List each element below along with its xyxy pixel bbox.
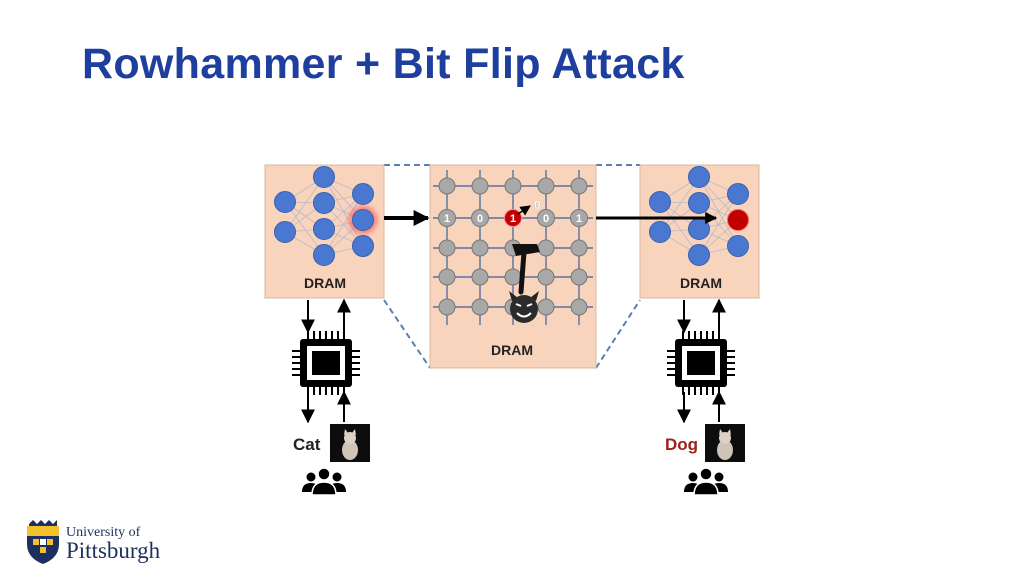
memory-cell bbox=[537, 239, 555, 257]
slide-title: Rowhammer + Bit Flip Attack bbox=[82, 40, 685, 88]
neuron bbox=[688, 218, 710, 240]
memory-cell bbox=[471, 209, 489, 227]
left-prediction-label: Cat bbox=[293, 435, 321, 454]
memory-cell bbox=[438, 177, 456, 195]
memory-cell bbox=[570, 209, 588, 227]
neuron bbox=[688, 244, 710, 266]
zoom-lines bbox=[383, 164, 641, 369]
output-neuron bbox=[352, 209, 374, 231]
memory-cell bbox=[438, 209, 456, 227]
memory-cell bbox=[570, 298, 588, 316]
logo-text-pittsburgh: Pittsburgh bbox=[66, 538, 161, 563]
users-icon bbox=[302, 467, 346, 496]
cat-photo-icon bbox=[330, 424, 370, 462]
left-neural-network bbox=[274, 166, 377, 266]
logo-text-university: University of bbox=[66, 525, 141, 540]
bit-value: 0 bbox=[543, 213, 549, 225]
neuron bbox=[352, 235, 374, 257]
neuron bbox=[313, 192, 335, 214]
left-dram-panel: DRAM bbox=[264, 164, 385, 299]
bit-value: 1 bbox=[444, 213, 450, 225]
middle-dram-panel: 1 0 1 0 1 DRAM 0 bbox=[429, 164, 597, 369]
memory-cell bbox=[537, 209, 555, 227]
neuron bbox=[313, 244, 335, 266]
memory-cell bbox=[570, 177, 588, 195]
memory-cell bbox=[438, 298, 456, 316]
right-neural-network bbox=[649, 166, 749, 266]
neuron bbox=[649, 221, 671, 243]
devil-icon bbox=[509, 291, 539, 323]
right-io-column: Dog bbox=[665, 298, 745, 496]
neuron bbox=[649, 191, 671, 213]
memory-cell bbox=[438, 239, 456, 257]
right-dram-label: DRAM bbox=[680, 275, 722, 291]
memory-cell bbox=[471, 239, 489, 257]
cpu-chip-icon bbox=[667, 331, 735, 395]
memory-cell bbox=[471, 268, 489, 286]
neuron bbox=[313, 166, 335, 188]
cpu-chip-icon bbox=[292, 331, 360, 395]
memory-cell bbox=[471, 177, 489, 195]
flipped-bit-value: 0 bbox=[534, 198, 541, 212]
memory-cell bbox=[570, 239, 588, 257]
neuron bbox=[688, 166, 710, 188]
neuron bbox=[274, 191, 296, 213]
users-icon bbox=[684, 467, 728, 496]
output-neuron bbox=[727, 209, 749, 231]
bit-value: 0 bbox=[477, 213, 483, 225]
flip-arrow bbox=[517, 205, 531, 216]
memory-cell bbox=[504, 268, 522, 286]
left-io-column: Cat bbox=[292, 298, 370, 496]
cat-photo-icon bbox=[705, 424, 745, 462]
hammer-icon bbox=[512, 244, 540, 295]
university-shield-logo bbox=[27, 520, 59, 564]
neuron bbox=[727, 235, 749, 257]
bit-value: 1 bbox=[510, 213, 516, 225]
neuron bbox=[727, 183, 749, 205]
bit-value: 1 bbox=[576, 213, 582, 225]
neuron bbox=[688, 192, 710, 214]
neuron bbox=[313, 218, 335, 240]
memory-cell bbox=[537, 177, 555, 195]
memory-cell bbox=[438, 268, 456, 286]
right-dram-panel: DRAM bbox=[639, 164, 760, 299]
middle-dram-label: DRAM bbox=[491, 342, 533, 358]
flipped-memory-cell bbox=[504, 209, 522, 227]
neuron bbox=[274, 221, 296, 243]
memory-cell bbox=[570, 268, 588, 286]
memory-cell bbox=[471, 298, 489, 316]
right-prediction-label: Dog bbox=[665, 435, 698, 454]
left-dram-label: DRAM bbox=[304, 275, 346, 291]
memory-cell bbox=[504, 177, 522, 195]
memory-cell bbox=[537, 268, 555, 286]
neuron bbox=[352, 183, 374, 205]
memory-cell bbox=[537, 298, 555, 316]
